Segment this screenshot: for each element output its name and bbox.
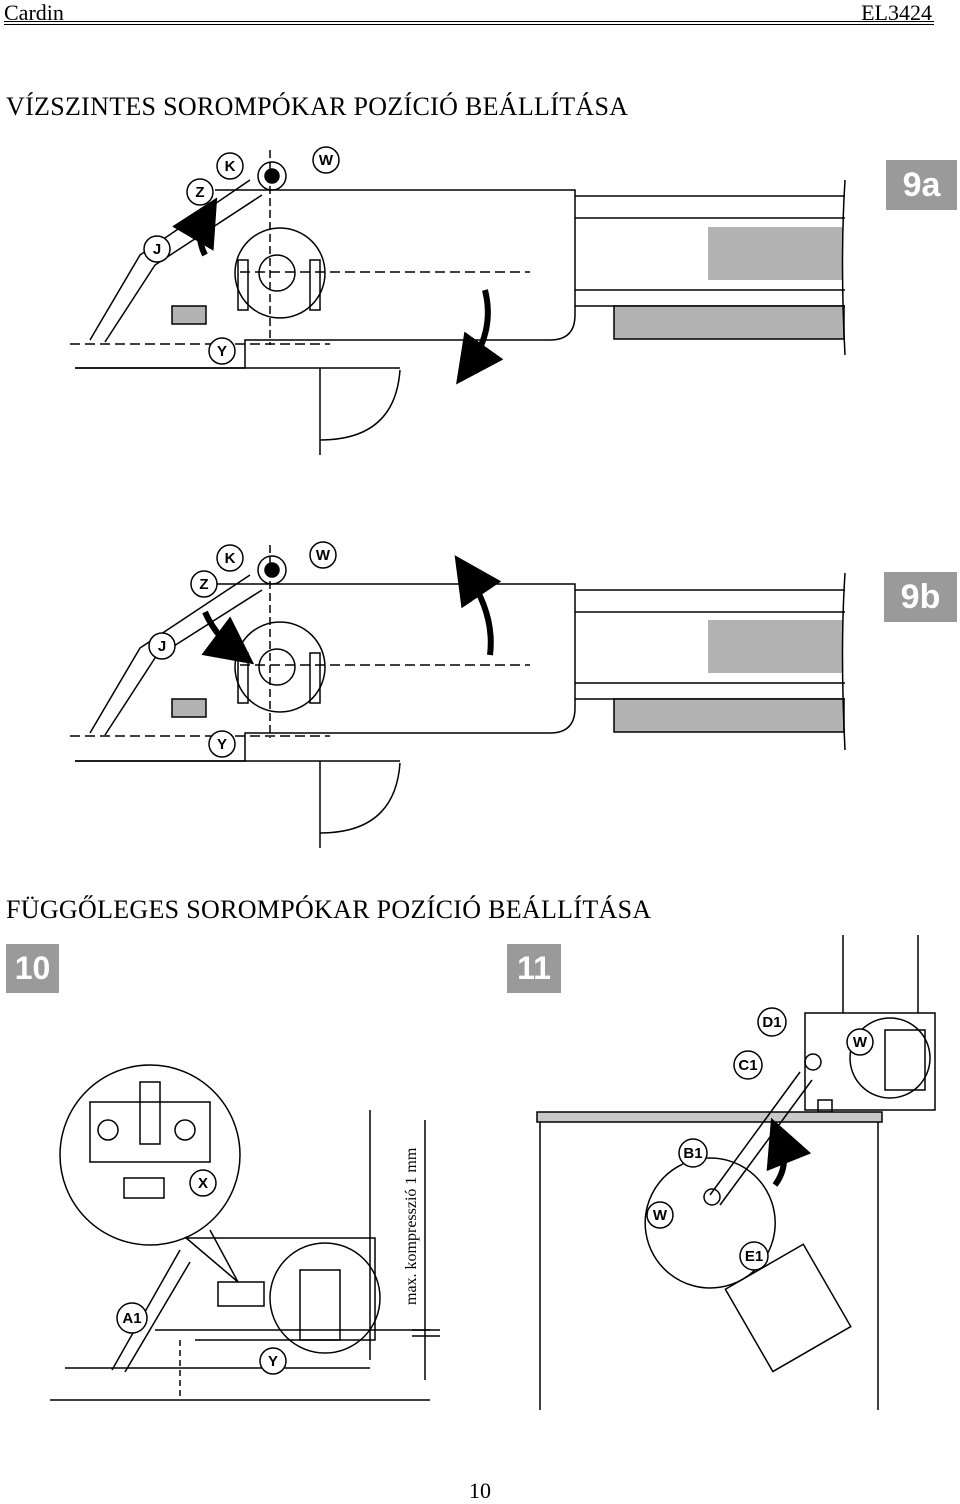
page-number: 10: [469, 1478, 491, 1503]
label-a1-10: A1: [122, 1310, 141, 1327]
figure-10: [50, 1064, 440, 1401]
heading-horizontal: VÍZSZINTES SOROMPÓKAR POZÍCIÓ BEÁLLÍTÁSA: [6, 92, 629, 121]
heading-vertical: FÜGGŐLEGES SOROMPÓKAR POZÍCIÓ BEÁLLÍTÁSA: [6, 895, 652, 924]
label-j-9a: J: [153, 241, 161, 258]
figure-11: [536, 935, 936, 1410]
label-x-10: X: [198, 1175, 208, 1192]
compression-note: max. kompresszió 1 mm: [403, 1147, 420, 1305]
label-k-9a: K: [225, 158, 236, 175]
figure-9a-labels: [143, 146, 340, 365]
label-y-10: Y: [268, 1353, 278, 1370]
label-k-9b: K: [225, 550, 236, 567]
figure-9a: [70, 150, 846, 455]
label-e1-11: E1: [745, 1248, 763, 1265]
header-brand: Cardin: [4, 0, 64, 25]
label-z-9b: Z: [199, 576, 208, 593]
header-doc-code: EL3424: [861, 0, 932, 25]
figure-badge-11: 11: [507, 944, 561, 993]
header-rule-2: [4, 24, 934, 25]
figure-9b: [70, 545, 846, 848]
label-w-9b: W: [316, 547, 331, 564]
figure-badge-9b: 9b: [884, 572, 957, 622]
label-y-9a: Y: [217, 343, 227, 360]
label-z-9a: Z: [195, 184, 204, 201]
label-w-11: W: [853, 1034, 868, 1051]
label-d1-11: D1: [762, 1014, 781, 1031]
header-rule: [4, 21, 934, 22]
label-b1-11: B1: [683, 1145, 702, 1162]
figure-badge-9a: 9a: [886, 160, 957, 210]
figure-badge-10: 10: [6, 944, 59, 993]
label-c1-11: C1: [738, 1057, 757, 1074]
label-y-9b: Y: [217, 736, 227, 753]
label-j-9b: J: [158, 638, 166, 655]
label-w-9a: W: [319, 152, 334, 169]
label-w2-11: W: [653, 1207, 668, 1224]
